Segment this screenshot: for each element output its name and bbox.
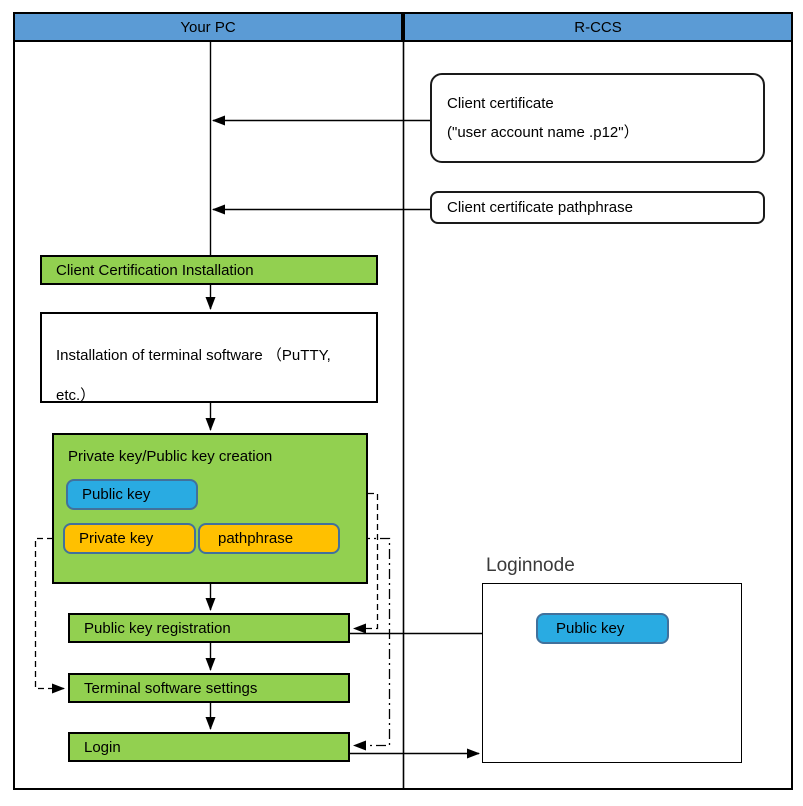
public-key-chip-label: Public key: [82, 486, 151, 503]
terminal-install-line1: Installation of terminal software （PuTTY…: [56, 347, 331, 364]
client-certificate-line2: ("user account name .p12"）: [447, 123, 639, 141]
private-key-chip-label: Private key: [79, 530, 154, 547]
step-login-label: Login: [84, 738, 121, 756]
step-client-cert-installation-label: Client Certification Installation: [56, 261, 254, 279]
lane-header-rccs: R-CCS: [403, 12, 793, 42]
loginnode-public-key-label: Public key: [556, 620, 625, 637]
lane-header-rccs-label: R-CCS: [574, 18, 622, 36]
key-creation-title: Private key/Public key creation: [68, 448, 273, 465]
step-public-key-registration-label: Public key registration: [84, 619, 231, 637]
client-certificate-box: Client certificate ("user account name .…: [430, 73, 765, 163]
client-certificate-pathphrase-label: Client certificate pathphrase: [447, 199, 633, 216]
terminal-install-line2: etc.）: [56, 387, 96, 404]
pathphrase-chip: pathphrase: [198, 523, 340, 554]
loginnode-public-key-chip: Public key: [536, 613, 669, 644]
lane-header-your-pc-label: Your PC: [180, 18, 236, 36]
lane-header-your-pc: Your PC: [13, 12, 403, 42]
step-terminal-software-settings-label: Terminal software settings: [84, 679, 258, 697]
private-key-chip: Private key: [63, 523, 196, 554]
loginnode-title: Loginnode: [486, 555, 575, 576]
step-public-key-registration: Public key registration: [68, 613, 350, 643]
step-terminal-software-installation: Installation of terminal software （PuTTY…: [40, 312, 378, 404]
pathphrase-chip-label: pathphrase: [218, 530, 294, 547]
client-certificate-line1: Client certificate: [447, 94, 554, 112]
client-certificate-pathphrase-box: Client certificate pathphrase: [430, 191, 765, 224]
step-login: Login: [68, 732, 350, 762]
dashed-privatekey-to-settings: [34, 537, 65, 694]
loginnode-box: [482, 583, 742, 763]
step-terminal-software-settings: Terminal software settings: [68, 673, 350, 703]
public-key-chip: Public key: [66, 479, 198, 510]
step-client-cert-installation: Client Certification Installation: [40, 255, 378, 285]
